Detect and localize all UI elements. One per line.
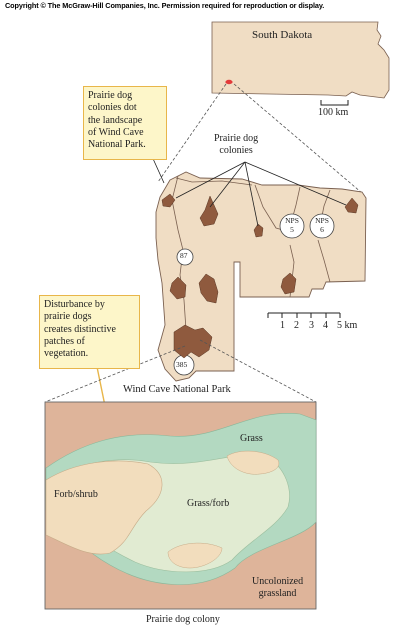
colony-diagram-caption: Prairie dog colony — [146, 614, 220, 625]
scale-tick-3: 3 — [309, 320, 314, 331]
colony-leader-lines — [175, 161, 347, 227]
callout-disturbance-line-3: creates distinctive — [44, 323, 116, 335]
zone-label-grass: Grass — [240, 433, 263, 444]
scale-tick-2: 2 — [294, 320, 299, 331]
road-label-nps-5: NPS 5 — [283, 216, 301, 234]
copyright-notice: Copyright © The McGraw-Hill Companies, I… — [5, 1, 325, 10]
callout-disturbance: Disturbance by prairie dogs creates dist… — [39, 295, 140, 369]
callout-colonies-line-4: of Wind Cave — [88, 126, 144, 138]
callout-colonies-line-1: Prairie dog — [88, 90, 133, 101]
road-shields — [173, 213, 335, 376]
nps-6-line-1: NPS — [315, 216, 329, 225]
projection-line-lower-right — [199, 339, 317, 403]
scale-tick-4: 4 — [323, 320, 328, 331]
callout-colonies: Prairie dog colonies dot the landscape o… — [83, 86, 167, 160]
callout-colonies-line-3: the landscape — [88, 114, 143, 126]
forb-shrub-patch-upper — [226, 450, 280, 475]
road-label-nps-6: NPS 6 — [313, 216, 331, 234]
road-label-87: 87 — [180, 251, 188, 260]
forb-shrub-patch-lower — [167, 542, 223, 569]
inset-scale-bar — [320, 100, 349, 106]
park-caption: Wind Cave National Park — [123, 384, 231, 395]
projection-line-lower-left — [44, 345, 186, 403]
inset-scale-label: 100 km — [318, 107, 349, 118]
callout-disturbance-line-1: Disturbance by — [44, 299, 105, 310]
uncolonized-line-2: grassland — [258, 588, 297, 599]
callout-colonies-line-5: National Park. — [88, 139, 146, 151]
colonies-label-line-1: Prairie dog — [214, 133, 259, 144]
callout-disturbance-line-5: vegetation. — [44, 348, 89, 360]
callout-colonies-line-2: colonies dot — [88, 102, 137, 114]
park-location-marker — [225, 79, 233, 85]
colonies-label-line-2: colonies — [219, 145, 253, 156]
scale-tick-5km: 5 km — [337, 320, 358, 331]
projection-line-right — [233, 83, 363, 194]
callout-disturbance-line-4: patches of — [44, 335, 85, 347]
zone-label-uncolonized: Uncolonized grassland — [252, 576, 303, 600]
callout-disturbance-line-2: prairie dogs — [44, 311, 92, 323]
colonies-label: Prairie dog colonies — [214, 133, 258, 157]
state-label: South Dakota — [252, 29, 313, 41]
colony-patches — [161, 193, 359, 359]
km-scale-bar — [267, 312, 341, 318]
zone-label-grass-forb: Grass/forb — [187, 498, 230, 509]
nps-5-line-1: NPS — [285, 216, 299, 225]
forb-shrub-zone — [45, 460, 163, 555]
nps-6-line-2: 6 — [320, 225, 324, 234]
nps-5-line-2: 5 — [290, 225, 294, 234]
scale-tick-1: 1 — [280, 320, 285, 331]
south-dakota-outline — [211, 21, 390, 99]
road-label-385: 385 — [176, 360, 188, 369]
zone-label-forb-shrub: Forb/shrub — [54, 489, 98, 500]
uncolonized-line-1: Uncolonized — [252, 576, 304, 587]
